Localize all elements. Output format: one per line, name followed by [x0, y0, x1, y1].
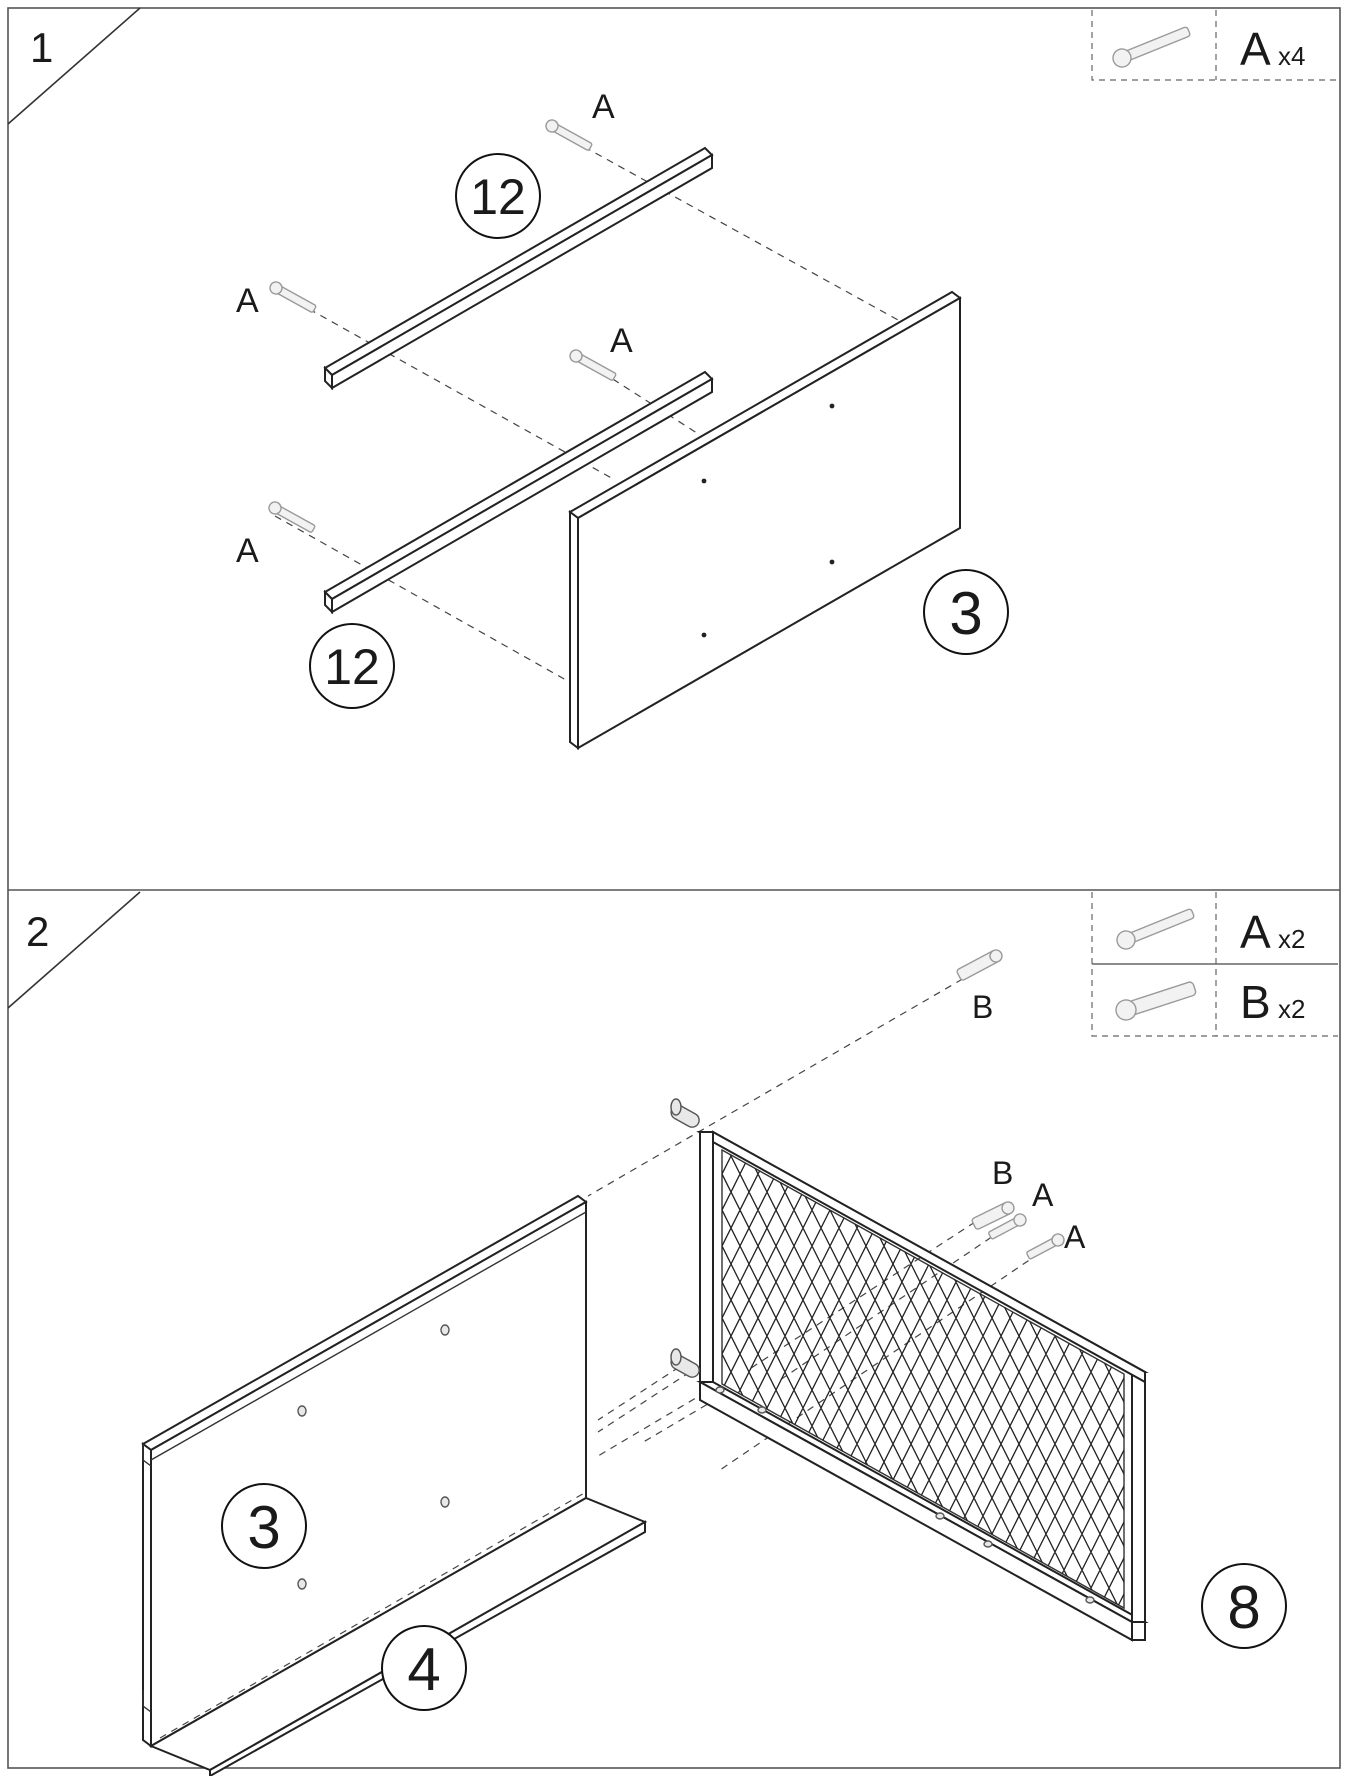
step-2-corner-line: [7, 891, 141, 1009]
step-1-hardware-legend: A x4: [1091, 10, 1338, 81]
dowel-callout: B: [972, 989, 993, 1025]
screw-icon: [1116, 908, 1195, 950]
screw-icon: [1112, 26, 1191, 68]
screw-callout: A: [610, 322, 633, 360]
step-1-corner-line: [7, 7, 141, 125]
screw-icon: [569, 349, 617, 381]
screw-path: [274, 515, 567, 681]
dowel-icon: [1115, 981, 1197, 1021]
screw-callout: A: [1032, 1177, 1054, 1213]
screw-path: [549, 127, 899, 321]
dowel-icon: [971, 1201, 1015, 1230]
screw-icon: [268, 501, 316, 533]
dowel-icon: [956, 949, 1003, 981]
screw-icon: [1026, 1233, 1065, 1260]
screw-path: [747, 1221, 976, 1371]
screw-callout: A: [236, 282, 259, 320]
part-badge: [381, 1625, 467, 1711]
side-panel-part: [141, 1194, 588, 1748]
dowel-path: [597, 1391, 719, 1457]
rail-part-lower: [323, 370, 714, 615]
dowel-path: [587, 965, 986, 1197]
mesh-door-part: [670, 1098, 1149, 1642]
screw-callout: A: [1064, 1219, 1086, 1255]
dowel-path: [597, 1359, 691, 1433]
part-badge-label: 12: [324, 639, 380, 695]
screw-path: [719, 1245, 1051, 1471]
step-1-number: 1: [30, 24, 53, 71]
legend-a-qty: x4: [1278, 41, 1305, 71]
part-badge-label: 12: [470, 169, 526, 225]
screw-path: [579, 357, 701, 436]
dowel-callout: B: [992, 1155, 1013, 1191]
page-border: [7, 7, 1341, 1769]
screw-callout: A: [236, 532, 259, 570]
screw-icon: [988, 1213, 1027, 1240]
part-badge-label: 4: [407, 1636, 440, 1703]
part-badge: [1201, 1563, 1287, 1649]
part-badge-label: 8: [1227, 1574, 1260, 1641]
step-2-panel: 2 A x2 B x2: [7, 891, 1338, 1778]
step-2-number: 2: [26, 908, 49, 955]
part-badge: [923, 569, 1009, 655]
screw-icon: [545, 119, 593, 151]
legend-a-letter: A: [1240, 906, 1271, 958]
side-panel-part: [568, 290, 962, 750]
rail-part-upper: [323, 146, 714, 391]
part-badge-label: 3: [949, 580, 982, 647]
legend-b-qty: x2: [1278, 994, 1305, 1024]
step-2-hardware-legend: A x2 B x2: [1091, 892, 1338, 1037]
legend-a-letter: A: [1240, 23, 1271, 75]
part-badge-label: 3: [247, 1494, 280, 1561]
part-badge: [309, 623, 395, 709]
screw-callout: A: [592, 88, 615, 126]
part-badge: [455, 153, 541, 239]
screw-icon: [269, 281, 317, 313]
legend-a-qty: x2: [1278, 924, 1305, 954]
step-1-panel: 1 A x4: [7, 7, 1338, 750]
dowel-icon: [670, 1348, 700, 1378]
part-badge: [221, 1483, 307, 1569]
legend-b-letter: B: [1240, 976, 1271, 1028]
mesh-pattern: [722, 1150, 1124, 1608]
dowel-icon: [670, 1098, 700, 1128]
